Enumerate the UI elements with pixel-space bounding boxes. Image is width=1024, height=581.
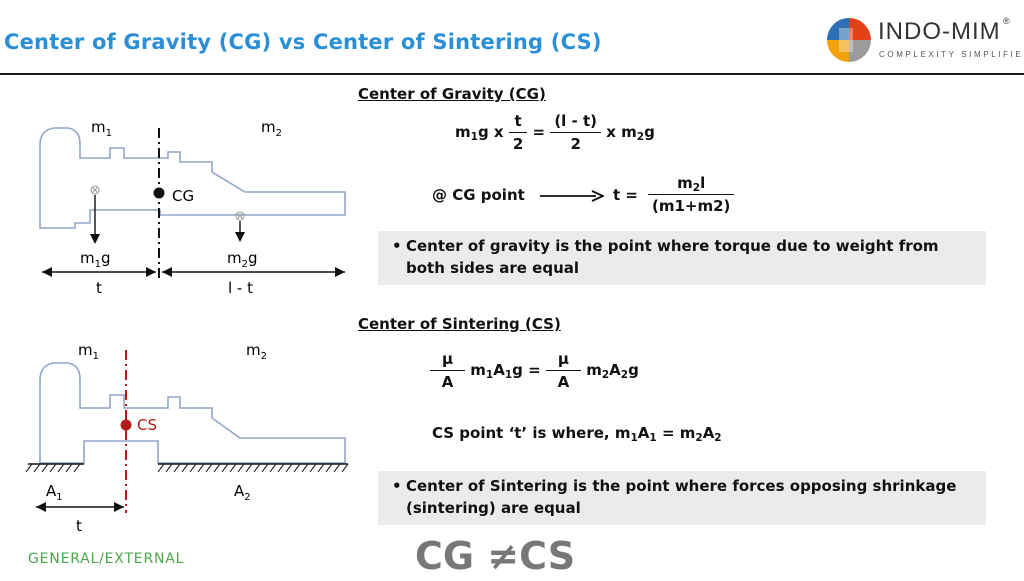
bullet-icon: • <box>392 477 402 495</box>
indo-mim-logo-icon <box>827 18 871 62</box>
weight-right-arrow-head-icon <box>235 232 245 242</box>
cg-point-lhs: @ CG point <box>432 186 525 204</box>
cs-ground-hatch-icon <box>25 463 349 473</box>
cs-dimension-t-label: t <box>76 517 82 535</box>
cs-point-marker <box>120 419 132 431</box>
bullet-icon: • <box>392 237 402 255</box>
dimension-t-label: t <box>96 279 102 297</box>
cg-mass-right-label: m2 <box>261 118 282 139</box>
cs-definition-note: • Center of Sintering is the point where… <box>378 471 986 525</box>
cg-point-t-equals: t = <box>613 186 638 204</box>
cs-dimension-t-arrows-icon <box>36 502 124 512</box>
title-divider <box>0 73 1024 75</box>
cg-point-fraction: m2l (m1+m2) <box>648 174 735 215</box>
area-right-label: A2 <box>234 482 251 503</box>
cs-point-statement: CS point ‘t’ is where, m1A1 = m2A2 <box>432 424 722 444</box>
cg-section-heading: Center of Gravity (CG) <box>358 85 546 103</box>
cg-point-marker <box>153 187 165 199</box>
area-left-label: A1 <box>46 482 63 503</box>
cg-diagram: m1 m2 CG m1g m2g t l - t <box>39 118 346 297</box>
weight-left-label: m1g <box>80 249 111 270</box>
classification-label: GENERAL/EXTERNAL <box>28 551 185 567</box>
dimension-l-t-label: l - t <box>228 279 253 297</box>
conclusion-text: CG ≠CS <box>415 534 576 578</box>
logo-tagline: COMPLEXITY SIMPLIFIED <box>879 50 1024 59</box>
logo-mark <box>827 18 871 62</box>
weight-left-arrow-head-icon <box>90 234 100 244</box>
logo-registered-mark: ® <box>1003 16 1010 26</box>
right-arrow-icon <box>540 190 604 202</box>
cg-mass-left-label: m1 <box>91 118 112 139</box>
cs-section-heading: Center of Sintering (CS) <box>358 315 561 333</box>
page-title: Center of Gravity (CG) vs Center of Sint… <box>4 30 602 54</box>
cg-centroid-right-icon <box>235 211 245 221</box>
cg-centroid-left-icon <box>90 185 100 195</box>
logo-name: INDO-MIM <box>878 18 1001 45</box>
cg-part-outline <box>39 127 346 229</box>
cs-mass-left-label: m1 <box>78 341 99 362</box>
cg-point-label: CG <box>172 187 194 205</box>
cg-definition-note: • Center of gravity is the point where t… <box>378 231 986 285</box>
cg-frac-l-t-over-2: (l - t)2 <box>550 112 602 153</box>
cs-part-outline <box>39 362 346 464</box>
cs-diagram: m1 m2 CS A1 A2 t <box>25 341 349 535</box>
cs-point-label: CS <box>137 416 157 434</box>
cs-mass-right-label: m2 <box>246 341 267 362</box>
weight-right-label: m2g <box>227 249 258 270</box>
